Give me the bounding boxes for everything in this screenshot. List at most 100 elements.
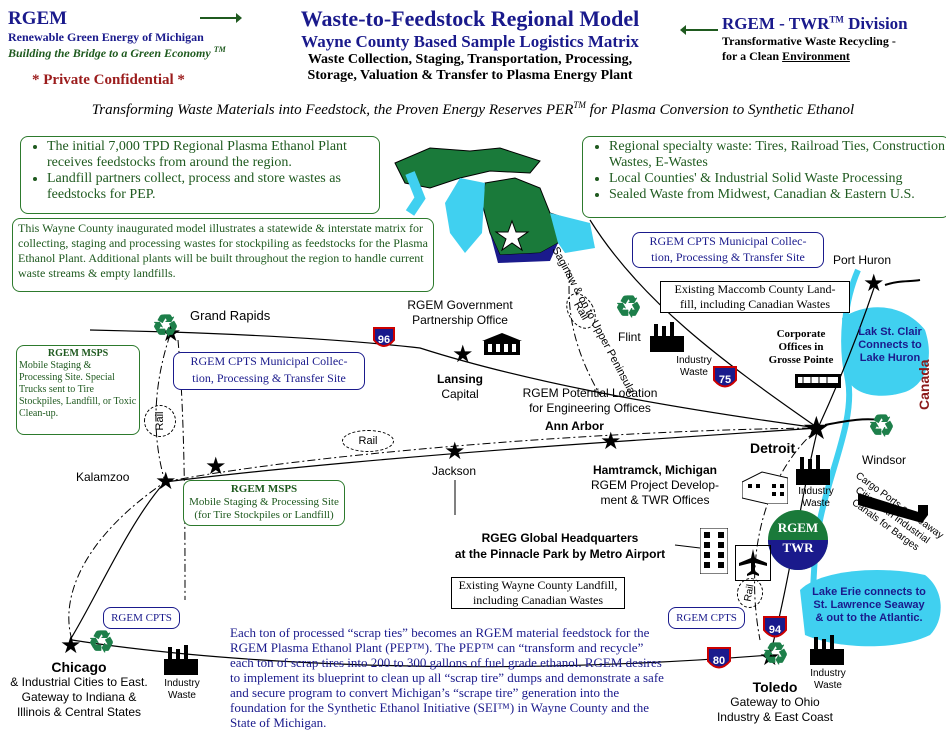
- global-hq-label: RGEG Global Headquarters at the Pinnacle…: [440, 530, 680, 562]
- twr-logo-bottom: TWR: [782, 540, 814, 555]
- potential-l1: RGEM Potential Location: [522, 386, 658, 400]
- industry-waste-label: Industry Waste: [798, 486, 834, 509]
- kalamazoo-label: Kalamzoo: [76, 470, 130, 484]
- grand-rapids-label: Grand Rapids: [190, 308, 271, 323]
- division-line2: for a Clean Environment: [722, 49, 942, 64]
- tagline-prefix: Transforming Waste Materials into Feedst…: [91, 102, 574, 118]
- i96-route: [89, 329, 819, 429]
- chicago-l2: & Industrial Cities to East.: [10, 675, 148, 689]
- gov-office-l2: Partnership Office: [412, 313, 508, 327]
- main-title: Waste-to-Feedstock Regional Model: [300, 6, 640, 31]
- rail-label: Rail: [342, 430, 394, 452]
- i75-label: 75: [718, 374, 732, 386]
- toledo-label: Toledo Gateway to Ohio Industry & East C…: [700, 680, 850, 725]
- rail-east-west: [164, 427, 819, 483]
- confidential-label: * Private Confidential *: [32, 72, 185, 88]
- canada-label: Canada: [916, 359, 932, 410]
- ship-icon: [858, 485, 938, 525]
- airplane-icon: [735, 545, 771, 581]
- rgem-tagline-row: Building the Bridge to a Green Economy T…: [8, 45, 226, 61]
- michigan-map-icon: [394, 147, 595, 263]
- gov-office-l1: RGEM Government: [407, 298, 513, 312]
- rgem-title: RGEM: [8, 8, 68, 29]
- hamtramck-l2: RGEM Project Develop-: [590, 478, 720, 492]
- recycle-icon: ♻: [615, 291, 642, 324]
- star-icon: ★: [452, 341, 474, 368]
- toledo-l3: Industry & East Coast: [716, 710, 834, 724]
- macomb-l1: Existing Maccomb County Land-: [674, 282, 836, 296]
- port-huron-label: Port Huron: [833, 253, 892, 267]
- gov-office-label: RGEM Government Partnership Office: [395, 298, 525, 328]
- sub-title-line1: Waste Collection, Staging, Transportatio…: [307, 52, 633, 67]
- division-line1: Transformative Waste Recycling -: [722, 34, 896, 48]
- lansing-label: Lansing Capital: [420, 372, 500, 402]
- potential-location-label: RGEM Potential Location for Engineering …: [510, 386, 670, 416]
- rail-label: Rail: [144, 405, 176, 437]
- building-icon: [795, 372, 841, 388]
- macomb-landfill-box: Existing Maccomb County Land- fill, incl…: [660, 281, 850, 313]
- factory-icon: [810, 635, 844, 665]
- star-icon: ★: [863, 270, 885, 297]
- global-hq-l1: RGEG Global Headquarters: [481, 531, 639, 545]
- cpts-top-right-box: RGEM CPTS Municipal Collec- tion, Proces…: [632, 232, 824, 268]
- flint-label: Flint: [618, 330, 641, 344]
- i75-route: [589, 219, 819, 429]
- rgem-subtitle: Renewable Green Energy of Michigan: [8, 30, 204, 44]
- jackson-label: Jackson: [432, 464, 477, 478]
- industry-waste-label: Industry Waste: [164, 678, 200, 701]
- title-block: Waste-to-Feedstock Regional Model Wayne …: [255, 6, 685, 84]
- corporate-l2: Offices in: [778, 341, 824, 353]
- tagline: Transforming Waste Materials into Feedst…: [0, 100, 946, 119]
- building-icon: [482, 333, 522, 357]
- corporate-l1: Corporate: [776, 328, 826, 340]
- msps-left-body: Mobile Staging & Processing Site. Specia…: [19, 360, 137, 419]
- lansing-capital: Capital: [441, 387, 479, 401]
- arrow-left-icon: [680, 22, 718, 35]
- star-icon: ★: [444, 438, 466, 465]
- i96-label: 96: [377, 334, 391, 346]
- lake-erie-shape: [800, 570, 941, 647]
- rgem-tagline: Building the Bridge to a Green Economy: [8, 46, 211, 60]
- plant-info-box: The initial 7,000 TPD Regional Plasma Et…: [20, 136, 380, 214]
- detroit-label: Detroit: [750, 440, 796, 456]
- hq-pointer: [674, 544, 701, 549]
- cpts-small-right-box: RGEM CPTS: [668, 607, 745, 629]
- star-icon: ★: [60, 632, 82, 659]
- msps-mid-box: RGEM MSPS Mobile Staging & Processing Si…: [183, 480, 345, 526]
- division-word: Division: [848, 14, 908, 33]
- corporate-l3: Grosse Pointe: [768, 354, 834, 366]
- macomb-l2: fill, including Canadian Wastes: [679, 297, 831, 311]
- windsor-label: Windsor: [862, 453, 907, 467]
- twr-logo-icon: RGEM TWR: [768, 510, 828, 570]
- specialty-bullet-3: Sealed Waste from Midwest, Canadian & Ea…: [609, 187, 945, 203]
- porthuron-bridge: [884, 279, 921, 286]
- building-icon: [741, 468, 789, 505]
- cpts-small-left-box: RGEM CPTS: [103, 607, 180, 629]
- chicago-name: Chicago: [51, 659, 107, 675]
- plant-info-bullet-2: Landfill partners collect, process and s…: [47, 171, 375, 203]
- factory-icon: [796, 455, 830, 485]
- twr-logo-top: RGEM: [777, 520, 819, 535]
- rgem-tagline-tm: TM: [213, 45, 226, 54]
- road-gr-south: [177, 339, 186, 601]
- hamtramck-l3: ment & TWR Offices: [600, 493, 710, 507]
- division-title: RGEM - TWR: [722, 14, 830, 33]
- cpts-mid-l2: tion, Processing & Transfer Site: [192, 371, 346, 385]
- recycle-icon: ♻: [88, 626, 115, 659]
- factory-icon: [164, 645, 198, 675]
- toledo-l2: Gateway to Ohio: [730, 695, 820, 709]
- industry-waste-label: Industry Waste: [676, 355, 712, 378]
- lake-erie-label: Lake Erie connects to St. Lawrence Seawa…: [812, 586, 926, 624]
- specialty-bullet-2: Local Counties' & Industrial Solid Waste…: [609, 171, 945, 187]
- toledo-name: Toledo: [752, 679, 798, 695]
- porthuron-route: [817, 284, 876, 429]
- highway-shield-icon: [706, 646, 732, 674]
- arrow-right-icon: [200, 10, 242, 23]
- scrap-ties-paragraph: Each ton of processed “scrap ties” becom…: [230, 625, 664, 730]
- msps-left-title: RGEM MSPS: [47, 348, 109, 359]
- division-line2-prefix: for a Clean: [722, 49, 783, 63]
- tagline-tm: TM: [573, 100, 586, 110]
- rail-det-toledo: [754, 427, 819, 641]
- hamtramck-title: Hamtramck, Michigan: [592, 463, 718, 477]
- rail-gr-kal: [155, 334, 171, 483]
